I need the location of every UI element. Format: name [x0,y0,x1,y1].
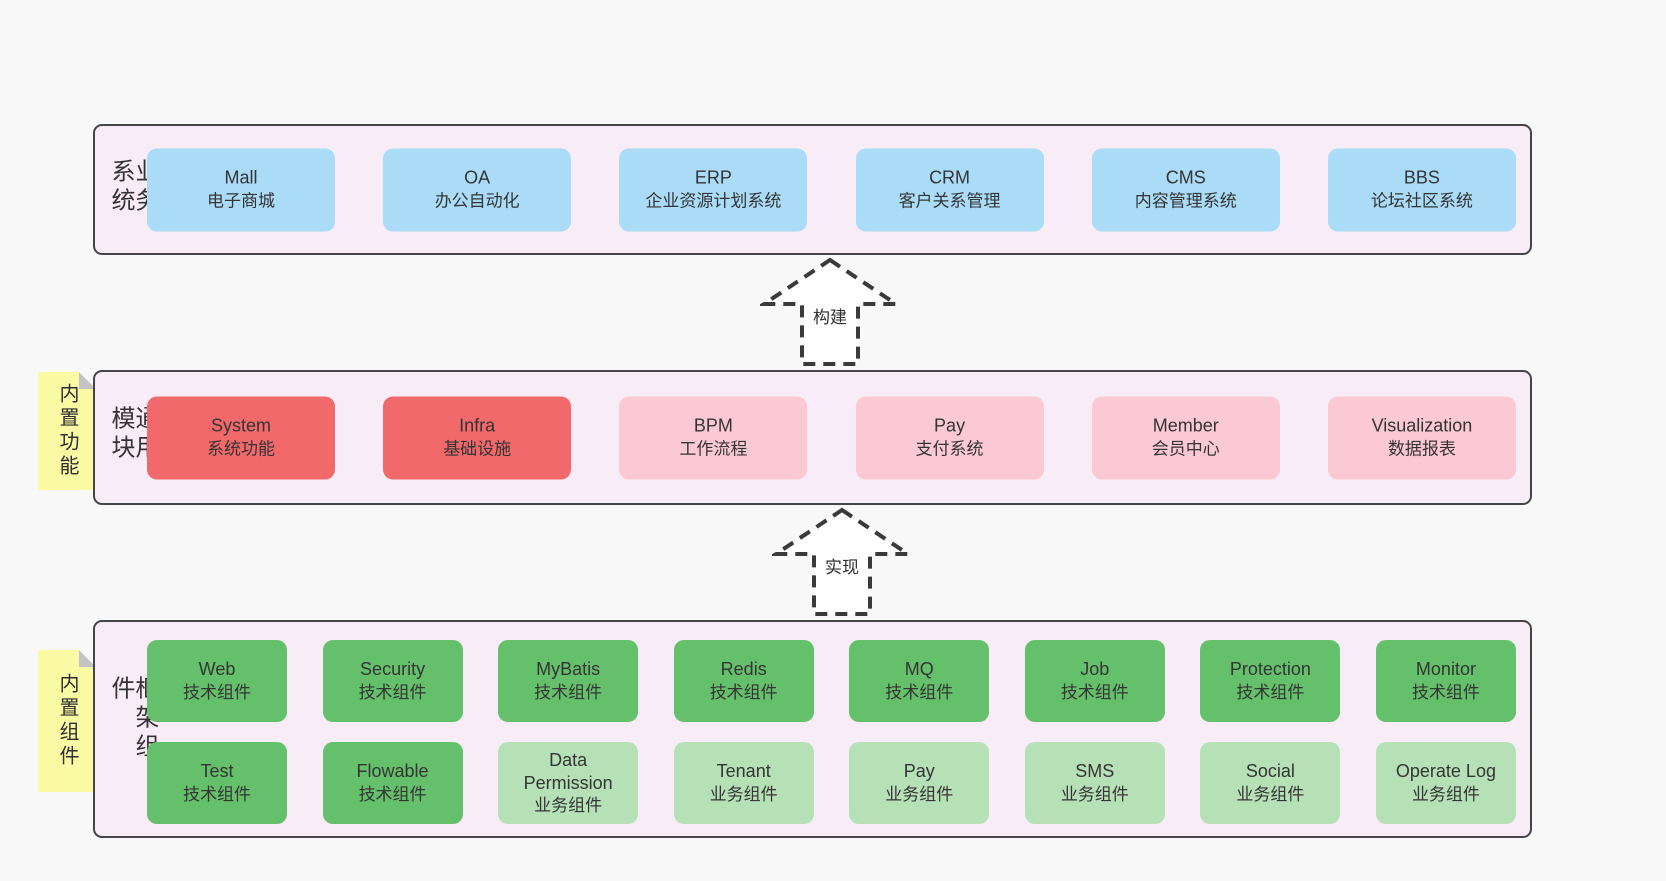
arrow-implement-up: 实现 [772,506,912,618]
sticky-note-label: 内置功能 [56,383,78,479]
sticky-note-built-in-features: 内置功能 [38,372,96,490]
arrow-label-implement: 实现 [822,553,862,578]
arrow-build-up: 构建 [760,256,900,368]
sticky-note-built-in-components: 内置组件 [38,650,96,792]
sticky-note-label: 内置组件 [56,673,78,769]
arrow-label-build: 构建 [810,303,850,328]
